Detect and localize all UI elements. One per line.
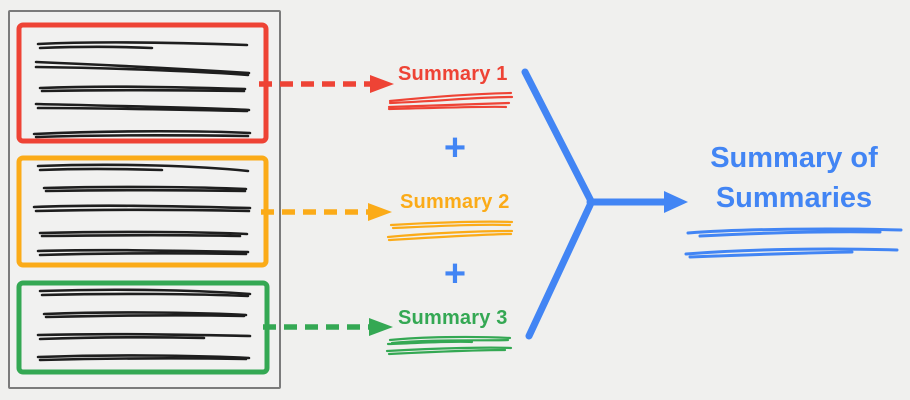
document-section-2-text-scribbles bbox=[32, 163, 252, 257]
summary-3-dashed-arrow bbox=[263, 318, 393, 336]
document-section-1-text-scribbles bbox=[32, 41, 252, 139]
arrowhead bbox=[370, 75, 394, 93]
arrowhead bbox=[368, 203, 392, 221]
document-section-3-text-scribbles bbox=[36, 288, 252, 362]
merge-arrowhead bbox=[664, 191, 688, 213]
plus-icon-1: + bbox=[443, 127, 467, 169]
summary-2-label: Summary 2 bbox=[400, 191, 510, 213]
summary-1-underline-scribble bbox=[387, 91, 514, 111]
summary-1-dashed-arrow bbox=[259, 75, 394, 93]
summary-3-underline-scribble bbox=[385, 335, 513, 356]
summary-3-label: Summary 3 bbox=[398, 307, 508, 329]
summary-2-dashed-arrow bbox=[261, 203, 392, 221]
plus-icon-2: + bbox=[443, 253, 467, 295]
summary-2-underline-scribble bbox=[386, 220, 514, 242]
result-title: Summary of Summaries bbox=[710, 142, 878, 214]
summary-1-label: Summary 1 bbox=[398, 63, 508, 85]
merge-lines bbox=[521, 68, 670, 340]
arrowhead bbox=[369, 318, 393, 336]
result-underline-scribble bbox=[684, 227, 903, 259]
